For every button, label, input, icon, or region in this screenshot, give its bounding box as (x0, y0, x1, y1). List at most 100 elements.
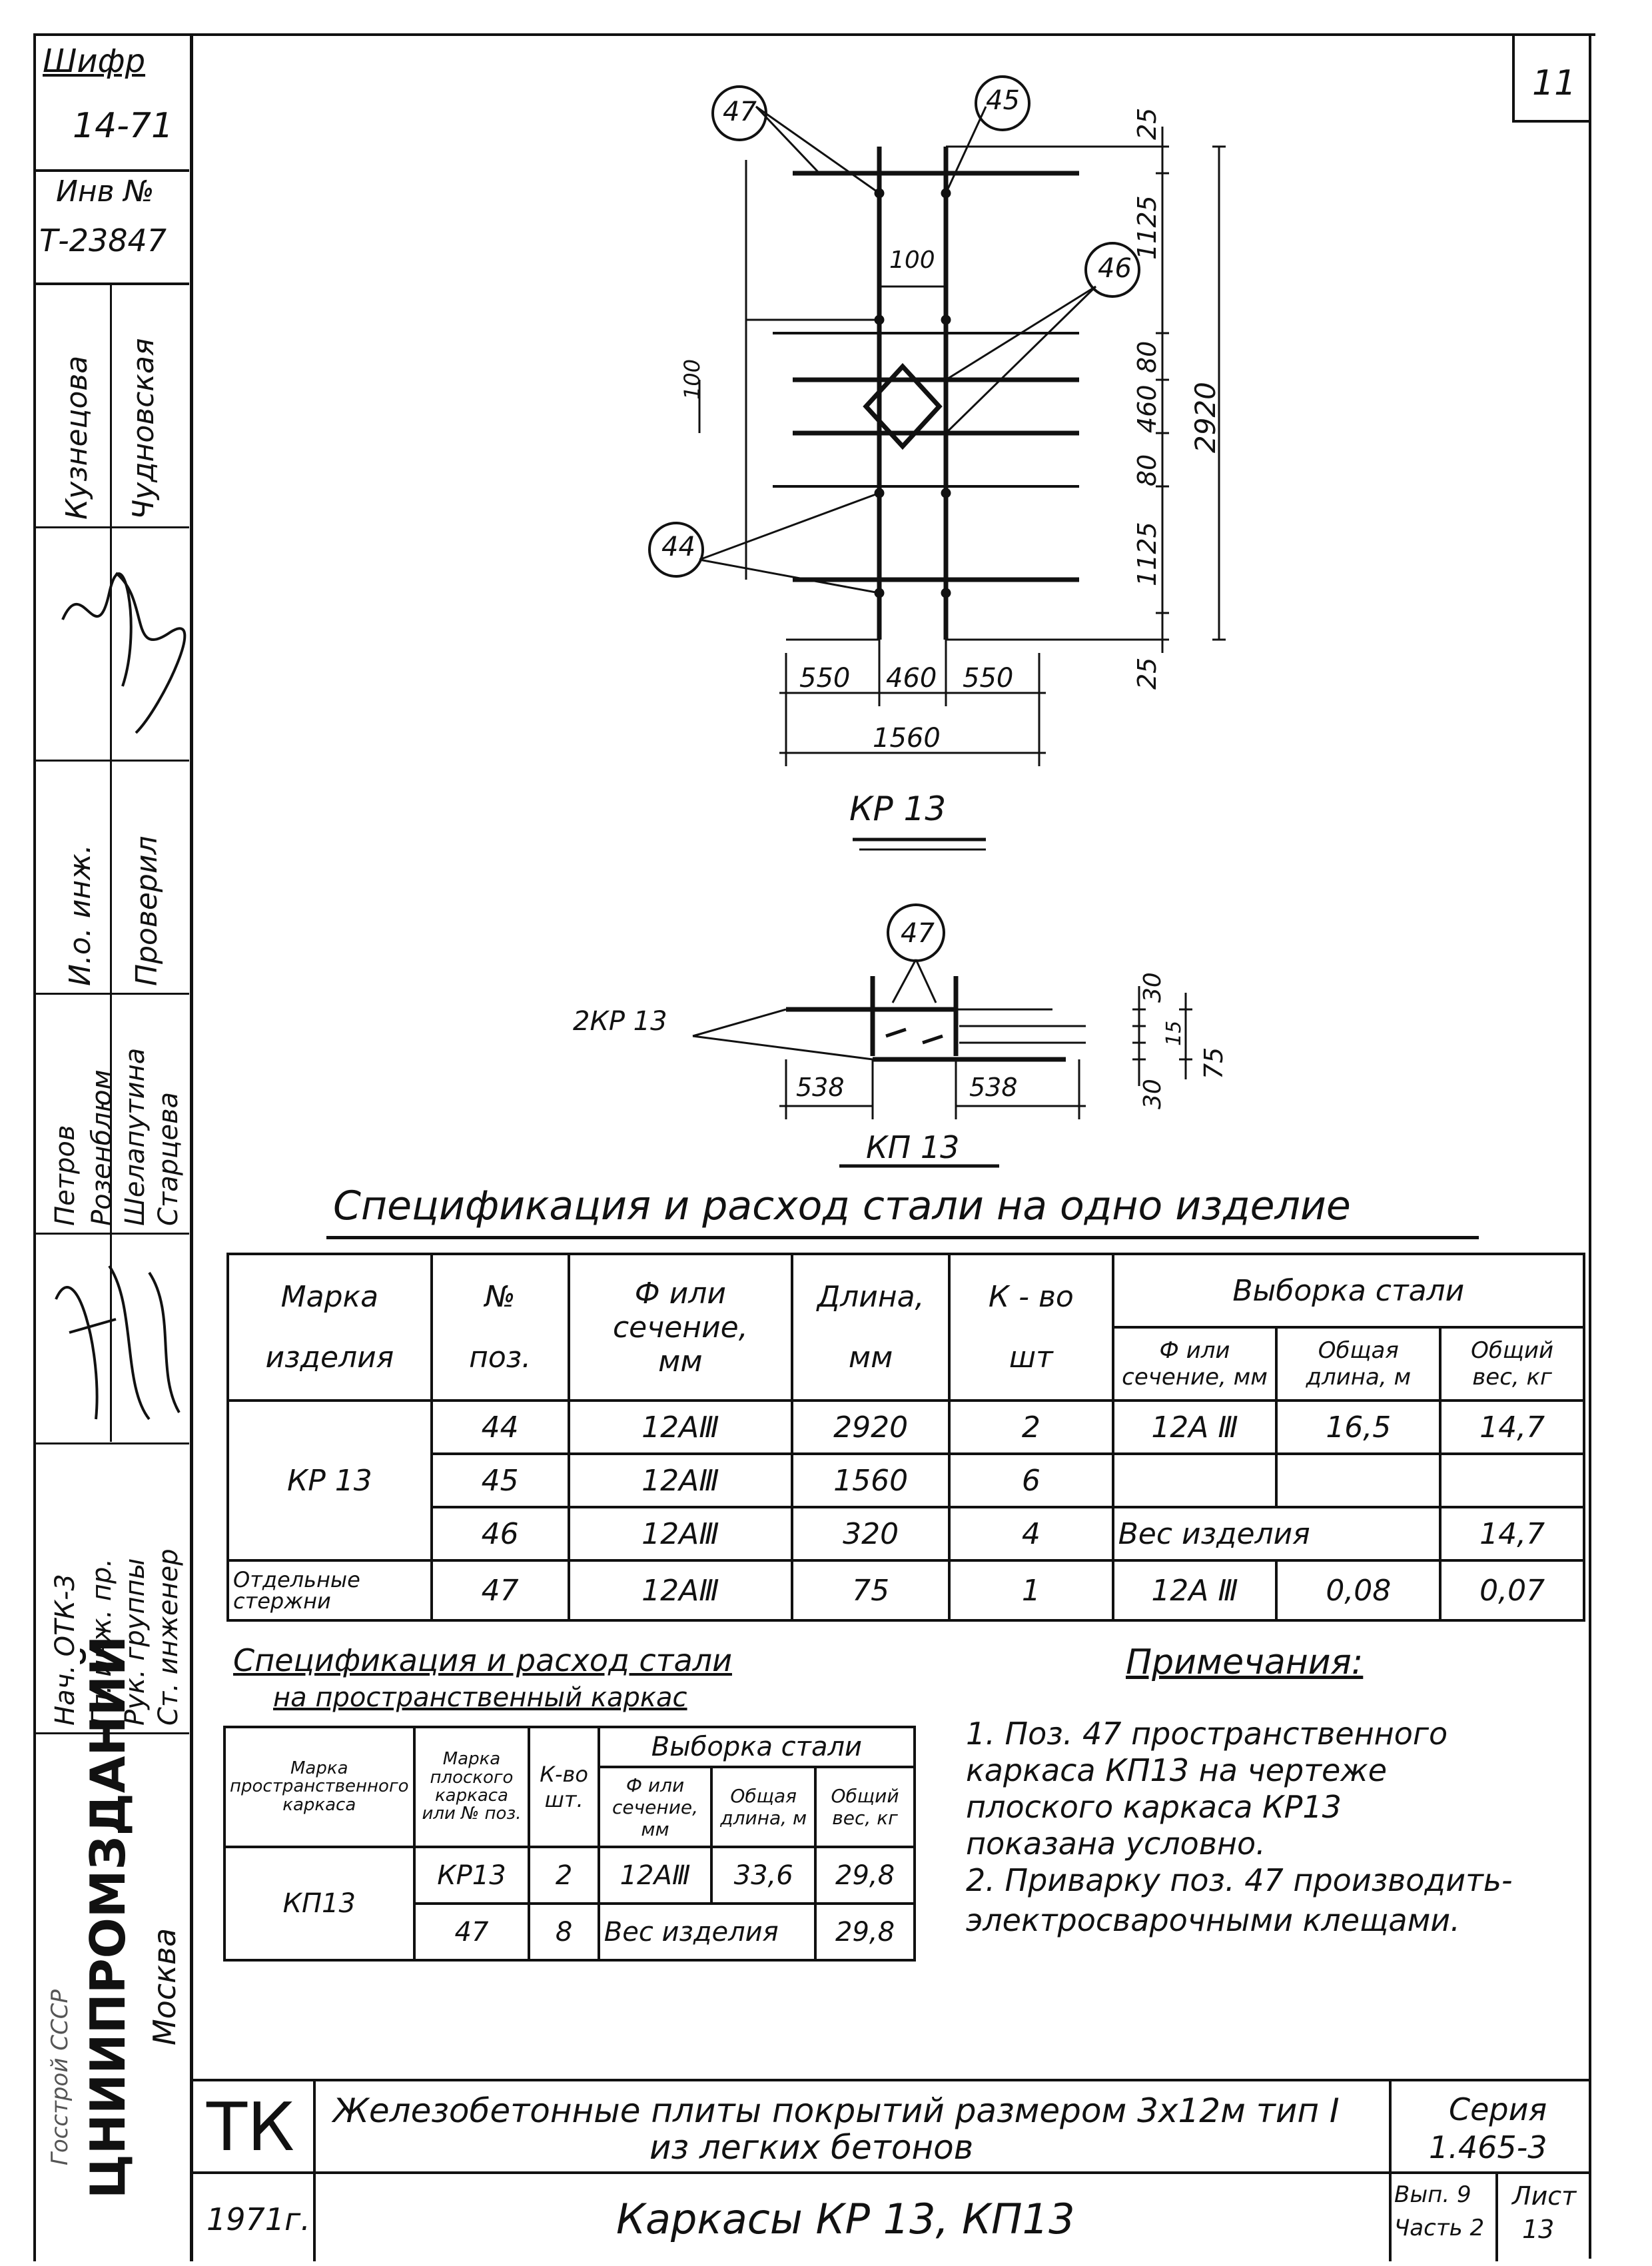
h-length: Длина, (817, 1280, 925, 1314)
h-mark: Марка (280, 1280, 379, 1314)
side-row-line-2 (36, 760, 189, 762)
title-block: ТК 1971г. Железобетонные плиты покрытий … (190, 2079, 1589, 2261)
cell-s-wt (1439, 1452, 1585, 1508)
dim-550-right: 550 (963, 663, 1014, 694)
inv-value: Т-23847 (39, 223, 167, 259)
spec1-title-underline (326, 1236, 1479, 1239)
cell-s-sec: 12А Ⅲ (1111, 1399, 1278, 1455)
cell-qty: 4 (948, 1506, 1114, 1562)
cell-section: 12АⅢ (567, 1399, 794, 1455)
tb-sheet-label: Лист (1512, 2181, 1577, 2211)
h-pos2: поз. (469, 1341, 532, 1375)
cell-qty: 2 (948, 1399, 1114, 1455)
cell-length: 75 (791, 1559, 951, 1622)
callout-45: 45 (986, 85, 1020, 116)
side-inv-cell: Инв № Т-23847 (36, 169, 189, 285)
side-row-line-5 (36, 1442, 189, 1444)
spec2-table: Марка пространственного каркаса Марка пл… (223, 1726, 917, 1962)
kp13-dim-30-bottom: 30 (1139, 1079, 1166, 1109)
side-strip-border (33, 33, 193, 2261)
tb-title-1: Железобетонные плиты покрытий размером 3… (333, 2091, 1340, 2130)
dim-25-top: 25 (1132, 107, 1162, 140)
callout-44: 44 (661, 532, 695, 562)
notes-title: Примечания: (1126, 1642, 1364, 1682)
dim-460-bottom: 460 (886, 663, 937, 694)
h-selection: Выборка стали (1111, 1253, 1586, 1329)
tb-sheet-value: 13 (1522, 2215, 1555, 2244)
h2-flat: Марка плоского каркаса или № поз. (412, 1726, 531, 1848)
cell2-weight-label: Вес изделия (597, 1902, 817, 1962)
side-cipher-cell: Шифр 14-71 (36, 36, 189, 172)
kp13-label-2kr13: 2КР 13 (573, 1006, 667, 1037)
h2-sub-weight: Общий вес, кг (814, 1766, 916, 1848)
page-frame (190, 33, 1595, 2261)
side-row-line-1 (36, 526, 189, 528)
cell-length: 2920 (791, 1399, 951, 1455)
kp13-dim-538-right: 538 (969, 1073, 1018, 1102)
cipher-value: 14-71 (73, 106, 174, 146)
drawing-kr13 (648, 75, 1226, 851)
h-pos: № (484, 1280, 516, 1314)
cell-length: 1560 (791, 1452, 951, 1508)
dim-1125-top: 1125 (1132, 195, 1162, 260)
dim-460: 460 (1132, 384, 1162, 433)
cell-mark-kr13: КР 13 (226, 1399, 433, 1562)
table-row: 45 12АⅢ 1560 6 (228, 1452, 1585, 1508)
tb-title-2: из легких бетонов (649, 2128, 974, 2167)
sheet-number: 11 (1532, 63, 1577, 103)
h-section: Ф или сечение, (612, 1276, 748, 1345)
drawing-kp13-title: КП 13 (866, 1129, 960, 1165)
table-row: КП13 КР13 2 12АⅢ 33,6 29,8 (223, 1846, 916, 1962)
h-section2: мм (658, 1344, 703, 1379)
name-chudnovskaya: Чудновская (127, 338, 161, 520)
tb-issue: Вып. 9 (1394, 2181, 1471, 2208)
tb-series-value: 1.465-3 (1429, 2129, 1547, 2165)
cell-pos: 44 (430, 1399, 570, 1455)
side-row-line-4 (36, 1233, 189, 1235)
table-row: КР 13 44 12АⅢ 2920 2 12А Ⅲ 16,5 14,7 (226, 1399, 1585, 1562)
notes-line-3: плоского каркаса КР13 (966, 1789, 1342, 1825)
spec2-title: Спецификация и расход стали (233, 1642, 732, 1678)
cell-section: 12АⅢ (567, 1559, 794, 1622)
cell-qty: 1 (948, 1559, 1114, 1622)
tb-subtitle: Каркасы КР 13, КП13 (616, 2195, 1075, 2243)
cell-section: 12АⅢ (567, 1506, 794, 1562)
cell2-s-wt: 29,8 (814, 1902, 916, 1962)
h2-qty: К-во шт. (528, 1726, 600, 1848)
notes-line-6: электросварочными клещами. (966, 1902, 1460, 1938)
cell-s-sec: 12А Ⅲ (1111, 1559, 1278, 1622)
cell-s-len: 16,5 (1275, 1399, 1442, 1455)
cell-pos: 45 (430, 1452, 570, 1508)
notes-line-1: 1. Поз. 47 пространственного (966, 1716, 1448, 1752)
drawing-kp13 (692, 903, 1192, 1168)
dim-550-left: 550 (799, 663, 851, 694)
notes-line-5: 2. Приварку поз. 47 производить- (966, 1862, 1513, 1898)
side-row-line-6 (36, 1732, 189, 1734)
side-row-line-3 (36, 993, 189, 995)
h-length2: мм (848, 1341, 893, 1375)
cell2-flat: КР13 (412, 1846, 531, 1905)
tb-hline (190, 2171, 1589, 2174)
table-row: 46 12АⅢ 320 4 Вес изделия 14,7 (228, 1506, 1585, 1562)
cell-qty: 6 (948, 1452, 1114, 1508)
h2-sub-length: Общая длина, м (710, 1766, 817, 1848)
sheet-number-box (1512, 33, 1591, 123)
h2-selection: Выборка стали (597, 1726, 917, 1768)
tb-tk: ТК (206, 2088, 295, 2166)
cell2-s-sec: 12АⅢ (597, 1846, 713, 1905)
kp13-dim-538-left: 538 (796, 1073, 845, 1102)
cell-section: 12АⅢ (567, 1452, 794, 1508)
dim-100-top: 100 (889, 247, 935, 274)
cell-s-wt: 14,7 (1439, 1506, 1585, 1562)
side-col-divider (110, 283, 112, 1442)
tb-series-label: Серия (1449, 2091, 1547, 2127)
callout-46: 46 (1098, 253, 1132, 284)
inv-label: Инв № (56, 175, 155, 209)
cell-s-len (1275, 1452, 1442, 1508)
dim-80-top: 80 (1132, 340, 1162, 373)
h2-mark: Марка пространственного каркаса (223, 1726, 416, 1848)
dim-1125-bottom: 1125 (1132, 522, 1162, 586)
cell-s-wt: 0,07 (1439, 1559, 1585, 1622)
h-sub-section: Ф или сечение, мм (1111, 1326, 1278, 1402)
